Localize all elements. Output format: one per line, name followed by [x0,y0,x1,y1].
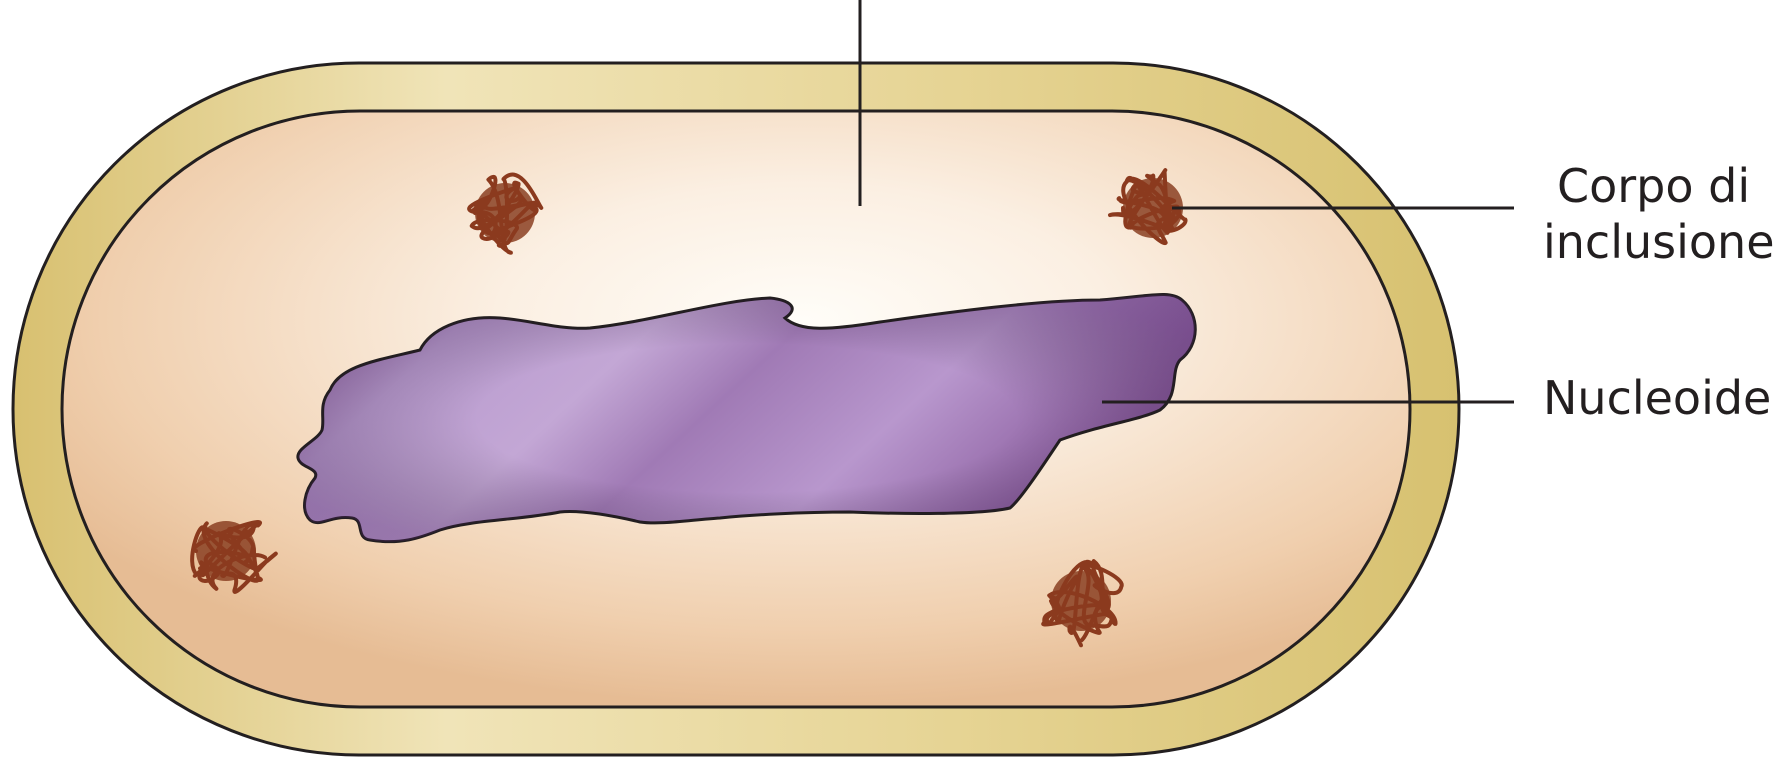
inclusion-body-label-line2: inclusione [1543,214,1775,270]
inclusion-body-label: Corpo di inclusione [1543,158,1775,270]
nucleoid-label: Nucleoide [1543,370,1771,426]
inclusion-body-label-line1: Corpo di [1543,158,1775,214]
